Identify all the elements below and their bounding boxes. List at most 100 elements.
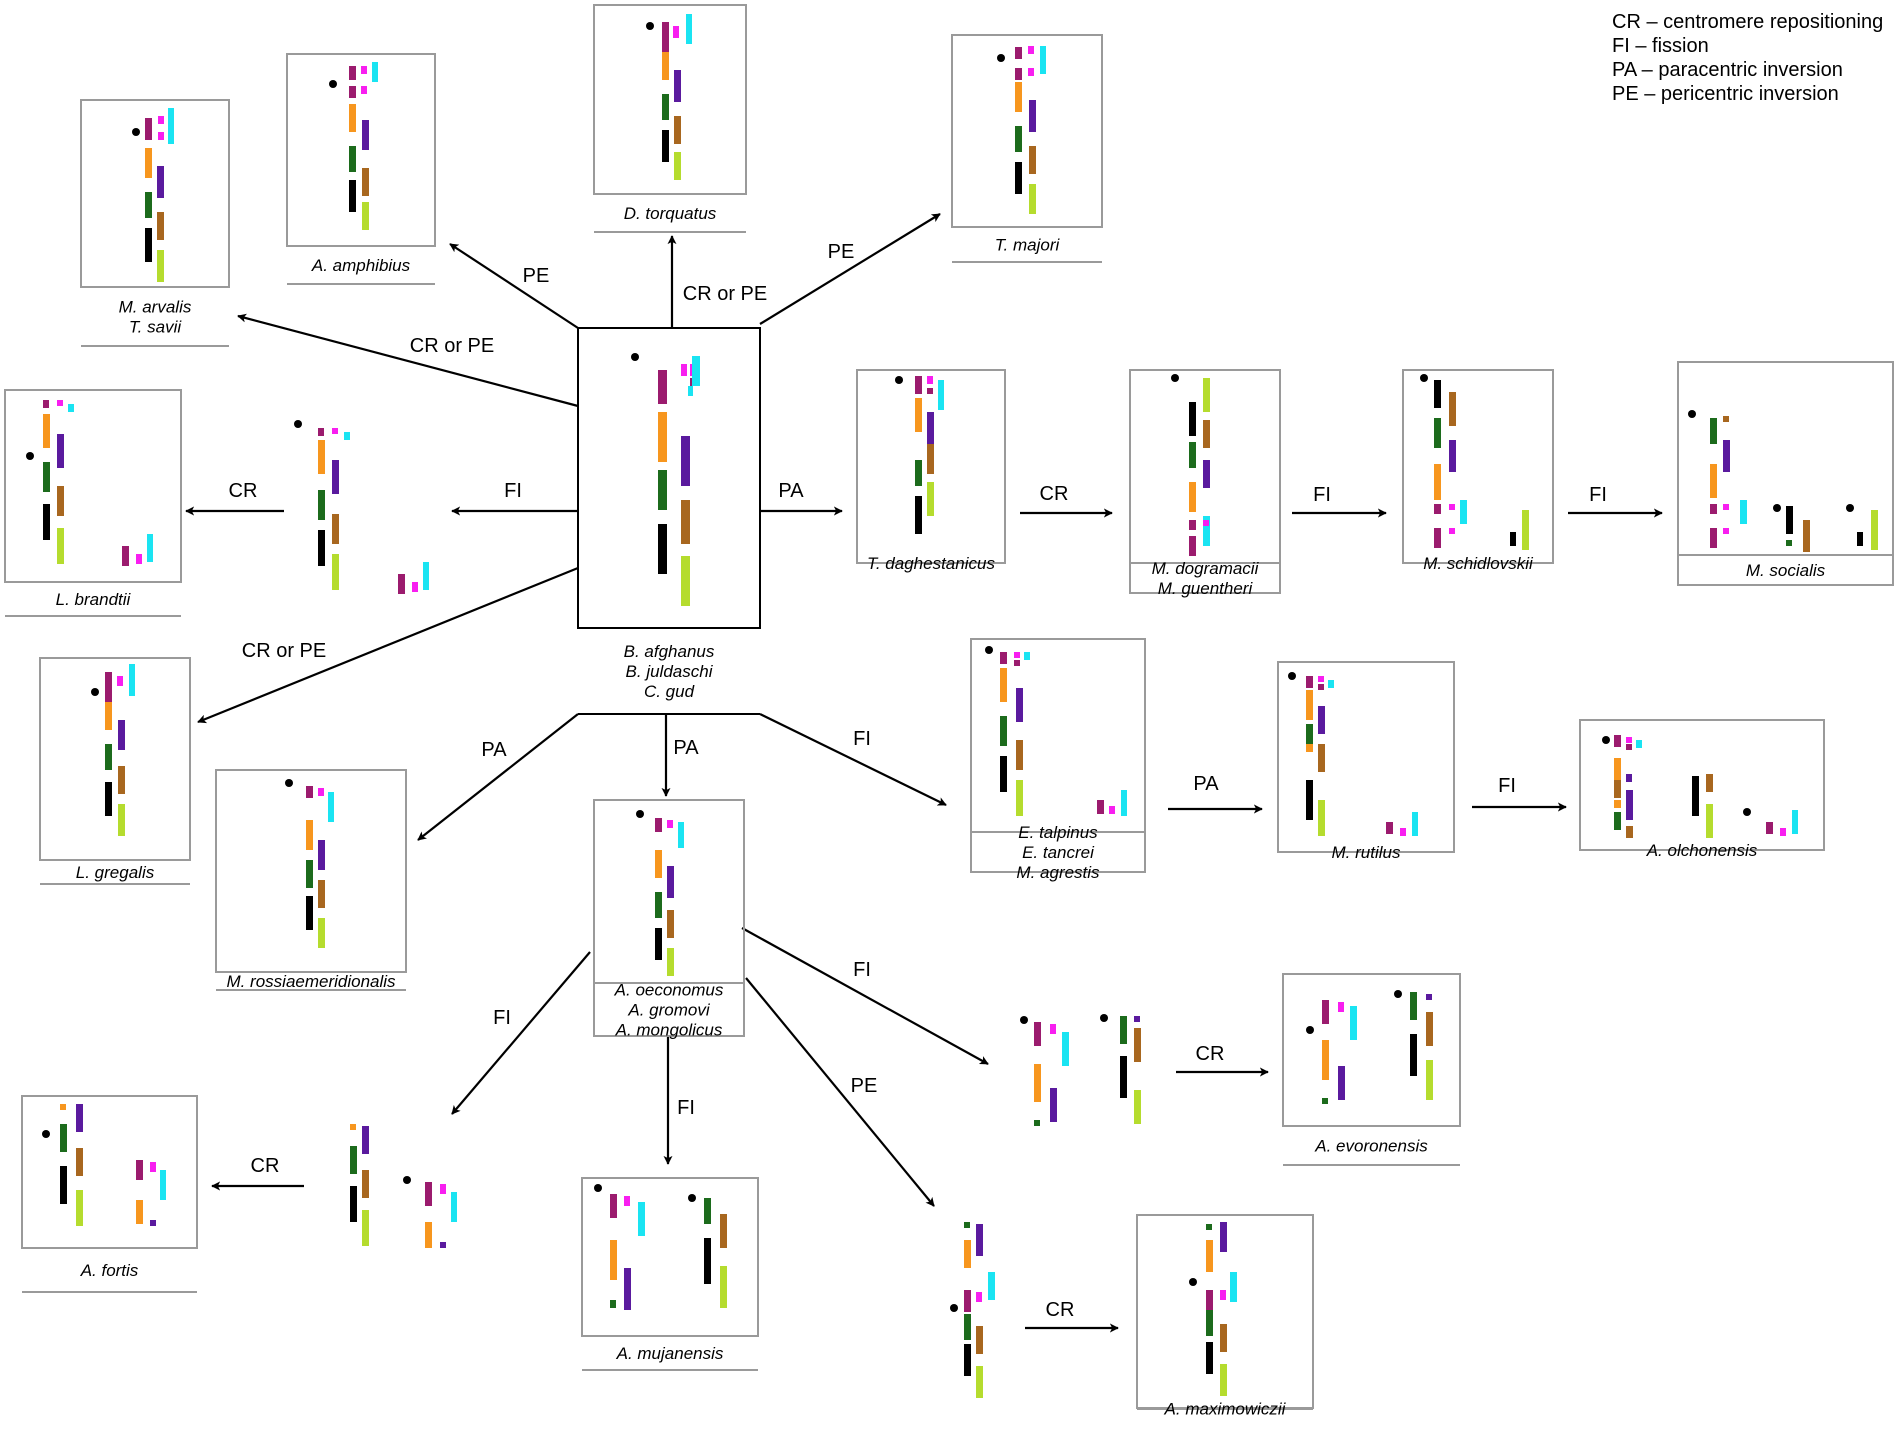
chromosome-segment [1015, 126, 1022, 152]
chromosome-segment [1015, 82, 1022, 112]
chromosome-segment [667, 910, 674, 938]
chromosome-segment [168, 108, 174, 144]
chromosome-segment [915, 376, 922, 394]
box-frame [1282, 973, 1461, 1127]
arrow-center-oeconomus: PA [661, 714, 699, 797]
species-box-mujanensis: A. mujanensis [581, 1177, 759, 1371]
chromosome-segment [1350, 1006, 1357, 1040]
chromosome-segment [1322, 1000, 1329, 1024]
chromosome-segment [1614, 735, 1621, 747]
chromosome-segment [1206, 1240, 1213, 1272]
chromosome-segment [160, 1170, 166, 1200]
chromosome-segment [362, 1126, 369, 1154]
arrow-line [741, 927, 989, 1065]
centromere-dot [132, 128, 140, 136]
centromere-dot [997, 54, 1005, 62]
species-label: A. maximowiczii [1164, 1400, 1287, 1419]
chromosome-segment [1786, 540, 1792, 546]
chromosome-segment [1000, 668, 1007, 702]
chromosome-segment [976, 1224, 983, 1256]
chromosome-segment [1189, 442, 1196, 468]
box-frame [1129, 369, 1281, 594]
arrow-label: CR or PE [683, 283, 767, 305]
arrow-oeconomus-fi-b: FI [451, 951, 591, 1115]
chromosome-segment [662, 22, 669, 52]
centromere-dot [594, 1184, 602, 1192]
chromosome-segment [1029, 100, 1036, 132]
chromosome-segment [372, 62, 378, 82]
chromosome-segment [655, 928, 662, 960]
chromosome-segment [686, 14, 692, 44]
chromosome-segment [1449, 440, 1456, 472]
species-box-rossiae: M. rossiaemeridionalis [215, 769, 407, 991]
species-label: M. rutilus [1332, 843, 1401, 862]
species-box-torquatus: D. torquatus [593, 4, 747, 233]
arrow-center-daghestanicus: PA [760, 480, 843, 516]
species-label: A. evoronensis [1314, 1137, 1428, 1156]
chromosome-segment [1871, 510, 1878, 550]
karyotype-17 [1020, 1014, 1141, 1126]
box-frame [80, 99, 230, 288]
chromosome-segment [306, 860, 313, 888]
karyotype-19 [350, 1124, 457, 1248]
karyotype-15 [1602, 735, 1798, 838]
chromosome-segment [1120, 1016, 1127, 1044]
chromosome-segment [318, 440, 325, 474]
chromosome-segment [157, 166, 164, 198]
karyotypes [26, 14, 1878, 1398]
arrow-rutilus-olchonensis: FI [1472, 775, 1567, 812]
karyotype-23 [1189, 1222, 1237, 1396]
chromosome-segment [1410, 1034, 1417, 1076]
centromere-dot [403, 1176, 411, 1184]
chromosome-segment [1626, 790, 1633, 820]
arrow-line [451, 951, 591, 1115]
arrow-center-rossiae: PA [417, 713, 579, 841]
karyotype-10 [1171, 374, 1210, 556]
chromosome-segment [1614, 780, 1621, 798]
chromosome-segment [1626, 826, 1633, 838]
chromosome-segment [1322, 1098, 1328, 1104]
chromosome-segment [988, 1272, 995, 1300]
species-label: T. majori [995, 236, 1061, 255]
chromosome-segment [1034, 1022, 1041, 1046]
chromosome-segment [1015, 47, 1022, 59]
arrow-center-majori: PE [759, 213, 941, 325]
chromosome-segment [362, 202, 369, 230]
arrow-daghestanicus-dogramacii: CR [1020, 483, 1113, 518]
chromosome-segment [662, 52, 669, 80]
species-box-rutilus: M. rutilus [1277, 661, 1455, 862]
chromosome-segment [1740, 500, 1747, 524]
chromosome-segment [350, 1124, 356, 1130]
chromosome-segment [1449, 392, 1456, 426]
chromosome-segment [1522, 510, 1529, 550]
arrow-label: CR or PE [242, 640, 326, 662]
species-label: A. gromovi [627, 1001, 710, 1020]
arrow-label: PA [673, 737, 699, 759]
chromosome-segment [610, 1240, 617, 1280]
arrow-label: CR [229, 480, 258, 502]
chromosome-segment [1434, 380, 1441, 408]
species-label: A. oeconomus [614, 981, 724, 1000]
chromosome-segment [1306, 724, 1313, 748]
chromosome-segment [1723, 504, 1729, 510]
chromosome-segment [425, 1182, 432, 1206]
chromosome-segment [1710, 418, 1717, 444]
chromosome-segment [1318, 676, 1324, 682]
chromosome-segment [105, 702, 112, 730]
chromosome-segment [118, 720, 125, 750]
chromosome-segment [306, 820, 313, 850]
species-box-daghestanicus: T. daghestanicus [856, 369, 1006, 573]
chromosome-segment [1626, 774, 1632, 782]
chromosome-segment [1723, 440, 1730, 472]
chromosome-segment [1189, 402, 1196, 436]
species-label: T. savii [129, 318, 183, 337]
species-box-gregalis: L. gregalis [39, 657, 191, 885]
chromosome-segment [1460, 500, 1467, 524]
centromere-dot [1100, 1014, 1108, 1022]
chromosome-segment [673, 26, 679, 38]
